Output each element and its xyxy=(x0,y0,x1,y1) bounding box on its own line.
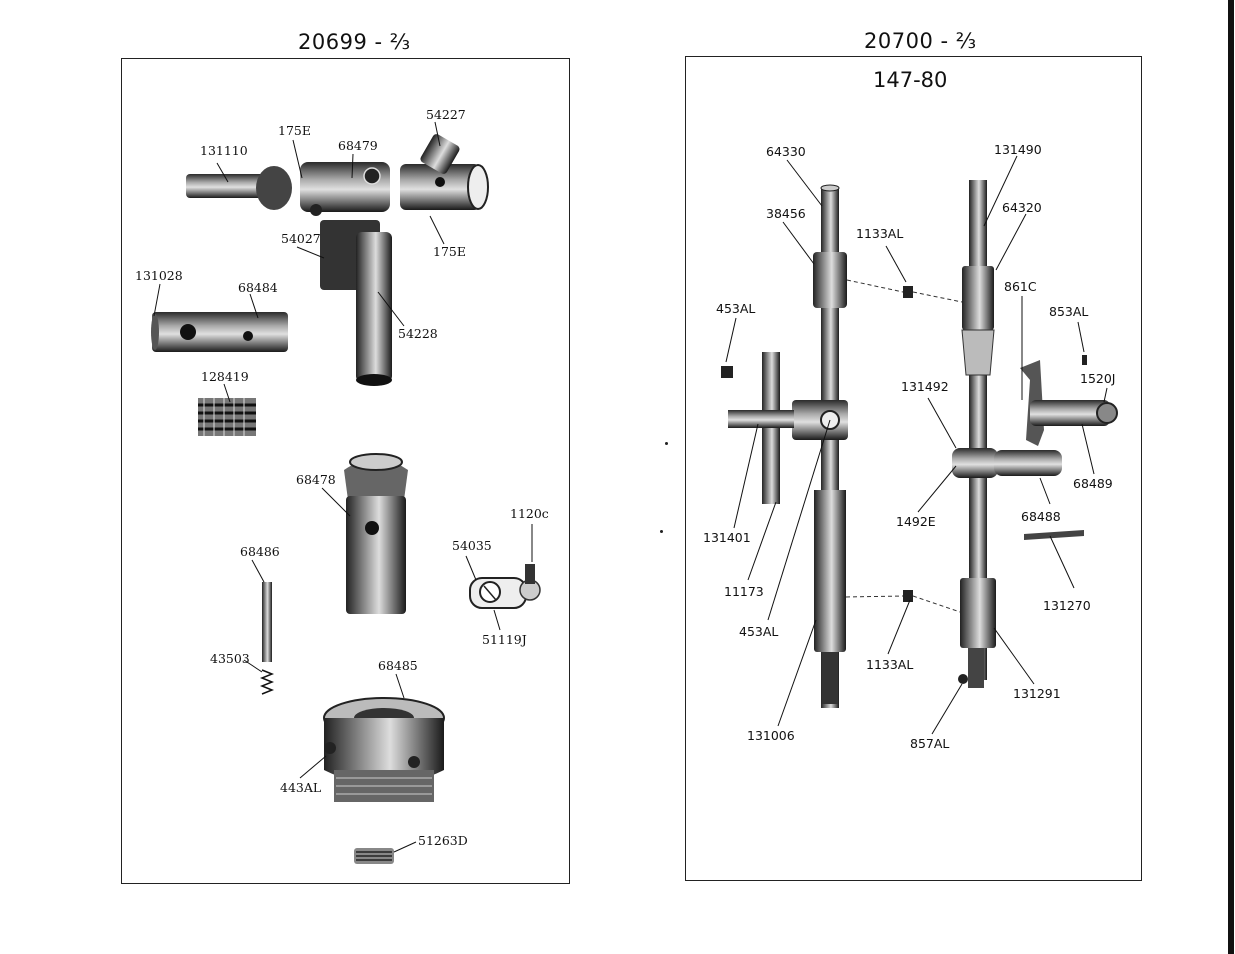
pin-and-spring-part xyxy=(259,582,275,695)
label-54227: 54227 xyxy=(426,107,466,122)
label-131006: 131006 xyxy=(747,728,795,743)
scan-edge-bar xyxy=(1228,0,1234,954)
label-43503: 43503 xyxy=(210,651,250,666)
label-131270: 131270 xyxy=(1043,598,1091,613)
label-11173: 11173 xyxy=(724,584,764,599)
label-1133al-b: 1133AL xyxy=(866,657,913,672)
bushing-part xyxy=(344,453,408,614)
label-64320: 64320 xyxy=(1002,200,1042,215)
label-68486: 68486 xyxy=(240,544,280,559)
label-131028: 131028 xyxy=(135,268,183,283)
label-54035: 54035 xyxy=(452,538,492,553)
right-page-title: 20700 - ⅔ xyxy=(864,29,977,53)
label-54228: 54228 xyxy=(398,326,438,341)
label-131110: 131110 xyxy=(200,143,248,158)
needle-bar-frame-assembly xyxy=(186,134,489,386)
clamp-part xyxy=(469,564,541,609)
dashed-alignment-lines xyxy=(845,279,963,613)
label-131492: 131492 xyxy=(901,379,949,394)
label-853al: 853AL xyxy=(1049,304,1088,319)
right-diagram-frame xyxy=(685,56,1142,881)
label-175e-a: 175E xyxy=(278,123,311,138)
label-38456: 38456 xyxy=(766,206,806,221)
rock-shaft-part xyxy=(151,312,288,352)
scan-speck xyxy=(665,442,668,445)
label-68478: 68478 xyxy=(296,472,336,487)
left-leader-lines xyxy=(153,121,533,853)
label-1520j: 1520J xyxy=(1080,371,1116,386)
left-diagram-frame xyxy=(121,58,570,884)
label-453al-a: 453AL xyxy=(716,301,755,316)
label-51119j: 51119J xyxy=(482,632,527,647)
small-nut-part xyxy=(354,848,394,864)
label-128419: 128419 xyxy=(201,369,249,384)
label-861c: 861C xyxy=(1004,279,1037,294)
label-1492e: 1492E xyxy=(896,514,936,529)
small-screws xyxy=(721,286,1087,602)
needle-bar-left xyxy=(792,184,848,708)
left-page-title: 20699 - ⅔ xyxy=(298,30,411,54)
label-68489: 68489 xyxy=(1073,476,1113,491)
thread-ring-part xyxy=(323,697,445,802)
scan-speck xyxy=(660,530,663,533)
label-131401: 131401 xyxy=(703,530,751,545)
label-443al: 443AL xyxy=(280,780,321,795)
label-68484: 68484 xyxy=(238,280,278,295)
right-leader-lines xyxy=(725,155,1108,735)
label-68479: 68479 xyxy=(338,138,378,153)
label-857al: 857AL xyxy=(910,736,949,751)
presser-bar-right xyxy=(952,180,1118,688)
label-453al-b: 453AL xyxy=(739,624,778,639)
right-page-subtitle: 147-80 xyxy=(873,68,948,92)
label-64330: 64330 xyxy=(766,144,806,159)
label-68488: 68488 xyxy=(1021,509,1061,524)
label-1120c: 1120c xyxy=(510,506,549,521)
label-131291: 131291 xyxy=(1013,686,1061,701)
label-175e-b: 175E xyxy=(433,244,466,259)
label-1133al-a: 1133AL xyxy=(856,226,903,241)
coil-spring-part xyxy=(198,398,256,436)
label-131490: 131490 xyxy=(994,142,1042,157)
label-68485: 68485 xyxy=(378,658,418,673)
label-51263d: 51263D xyxy=(418,833,468,848)
label-54027: 54027 xyxy=(281,231,321,246)
